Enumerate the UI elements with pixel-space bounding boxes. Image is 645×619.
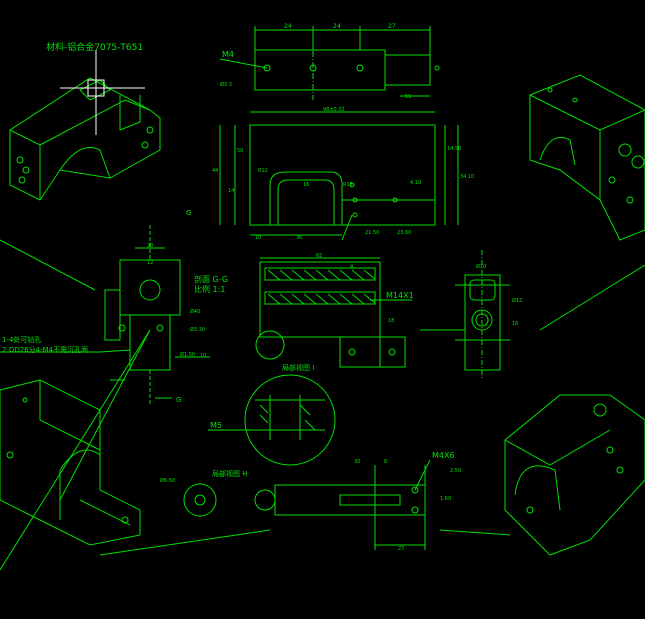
detail-h-label: 局部视图 H xyxy=(212,469,248,478)
material-note: 材料-铝合金7075-T651 xyxy=(46,41,143,53)
section-letter-bottom: G xyxy=(176,396,181,404)
thread-m4x6: M4X6 xyxy=(432,451,455,460)
front-view: 98±0.02 50 44 R12 R15 16 14 36 10 21.50 … xyxy=(212,107,474,241)
iso-view-top-left xyxy=(9,50,161,201)
dim-section-18: 18 xyxy=(388,318,394,324)
dim-br-1-60: 1.60 xyxy=(440,496,451,502)
dim-top-24b: 24 xyxy=(333,23,341,30)
dim-front-r12: R12 xyxy=(258,168,268,174)
dim-top-24a: 24 xyxy=(284,23,292,30)
iso-view-bottom-left xyxy=(0,379,141,546)
dim-front-right-side: 34.10 xyxy=(460,174,474,180)
dim-front-21: 21.50 xyxy=(365,230,379,236)
dim-section-62: 62 xyxy=(316,253,322,259)
dim-front-23: 23.60 xyxy=(397,230,411,236)
dim-top-27: 27 xyxy=(388,23,396,30)
leader-lines xyxy=(0,239,645,571)
section-gg-view: G 20 12 剖面 G-G 比例 1:1 Ø40 Ø3.30 Ø1.50 10… xyxy=(0,209,228,405)
dim-left-20: 20 xyxy=(147,243,153,249)
section-gg-title: 剖面 G-G xyxy=(194,274,228,284)
side-view: Ø10 Ø12 16 xyxy=(455,250,522,380)
dim-side-phi12: Ø12 xyxy=(512,297,522,304)
dim-front-width: 98±0.02 xyxy=(323,107,345,113)
dim-br-27: 27 xyxy=(398,546,404,552)
dim-br-phi: Ø6.50 xyxy=(160,477,175,484)
dim-front-50: 50 xyxy=(237,148,243,154)
section-letter-top: G xyxy=(186,209,191,217)
dim-detail-10: 10 xyxy=(200,353,206,359)
thread-m4: M4 xyxy=(222,50,234,59)
dim-front-14-50: 14.50 xyxy=(447,146,461,152)
left-note-line1: 1-4处可钻孔 xyxy=(2,335,41,344)
dim-left-phi: Ø3.30 xyxy=(190,326,205,333)
thread-m5: M5 xyxy=(210,421,222,430)
bottom-right-view: 27 30 8 M4X6 2.50 1.60 局部视图 H Ø6.50 xyxy=(160,451,461,552)
dim-side-phi10: Ø10 xyxy=(476,263,486,270)
dim-detail-phi: Ø1.50 xyxy=(180,351,195,358)
dim-front-r15: R15 xyxy=(343,182,353,188)
dim-front-14: 14 xyxy=(228,188,234,194)
thread-m14x1: M14X1 xyxy=(386,291,414,300)
top-view: 24 24 27 M4 Ø3.3 19 xyxy=(219,23,440,100)
centre-section-view: 62 M14X1 4 18 局部视图 I M5 xyxy=(208,253,414,466)
iso-view-top-right xyxy=(529,74,645,241)
dim-front-410: 4.10 xyxy=(410,180,421,186)
dim-br-8: 8 xyxy=(384,459,387,465)
left-note-line2: 2-DD26分4-M4不需沉孔面 xyxy=(2,345,88,354)
section-gg-scale: 比例 1:1 xyxy=(194,284,225,294)
dim-top-phi: Ø3.3 xyxy=(220,81,232,88)
iso-view-bottom-right xyxy=(504,394,645,556)
dim-left-12: 12 xyxy=(147,260,153,266)
detail-i-label: 局部视图 I xyxy=(282,363,314,372)
dim-br-2-50: 2.50 xyxy=(450,468,461,474)
dim-section-4: 4 xyxy=(350,264,353,270)
dim-left-phi40: Ø40 xyxy=(190,308,200,315)
dim-front-16: 16 xyxy=(303,182,309,188)
dim-top-19: 19 xyxy=(405,94,411,100)
dim-br-30: 30 xyxy=(354,459,360,465)
dim-front-36: 36 xyxy=(296,235,302,241)
dim-front-44: 44 xyxy=(212,168,218,174)
dim-front-10: 10 xyxy=(255,235,261,241)
dim-side-16: 16 xyxy=(512,321,518,327)
